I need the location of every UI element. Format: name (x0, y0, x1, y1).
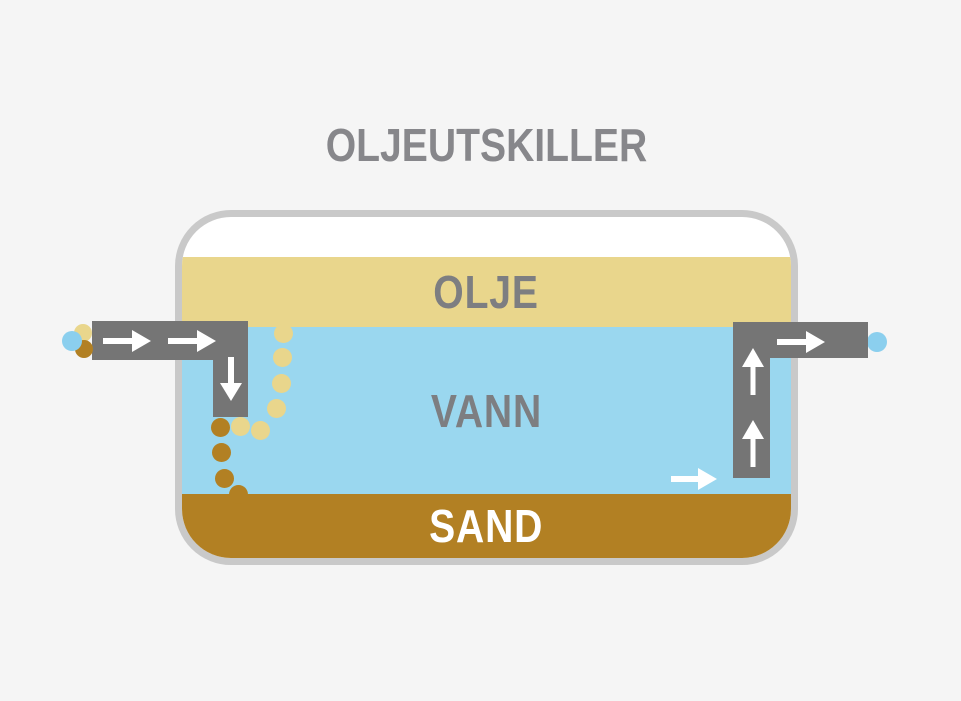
oil-droplet (251, 421, 270, 440)
arrow-right-icon (168, 330, 216, 352)
water-layer-label: VANN (430, 384, 543, 437)
sand-layer-label: SAND (429, 500, 544, 552)
oil-droplet (273, 348, 292, 367)
oil-layer-label: OLJE (433, 266, 540, 318)
oil-droplet (231, 417, 250, 436)
sediment-particle (211, 418, 230, 437)
sediment-particle (212, 443, 231, 462)
arrow-right-icon (103, 330, 151, 352)
arrow-up-icon (742, 420, 764, 467)
arrow-right-icon (671, 468, 717, 490)
sediment-particle (215, 469, 234, 488)
oil-droplet (267, 399, 286, 418)
outlet-water-droplet (867, 332, 887, 352)
sediment-particle (229, 485, 248, 504)
diagram-title: OLJEUTSKILLER (325, 119, 648, 171)
oil-droplet (272, 374, 291, 393)
oil-droplet (274, 324, 293, 343)
separator-tank: OLJE VANN SAND (175, 210, 798, 565)
arrow-down-icon (220, 357, 242, 401)
arrow-right-icon (777, 331, 825, 353)
oil-layer: OLJE (182, 257, 791, 327)
arrow-up-icon (742, 348, 764, 395)
inlet-water-droplet (62, 331, 82, 351)
sand-layer: SAND (182, 494, 791, 558)
